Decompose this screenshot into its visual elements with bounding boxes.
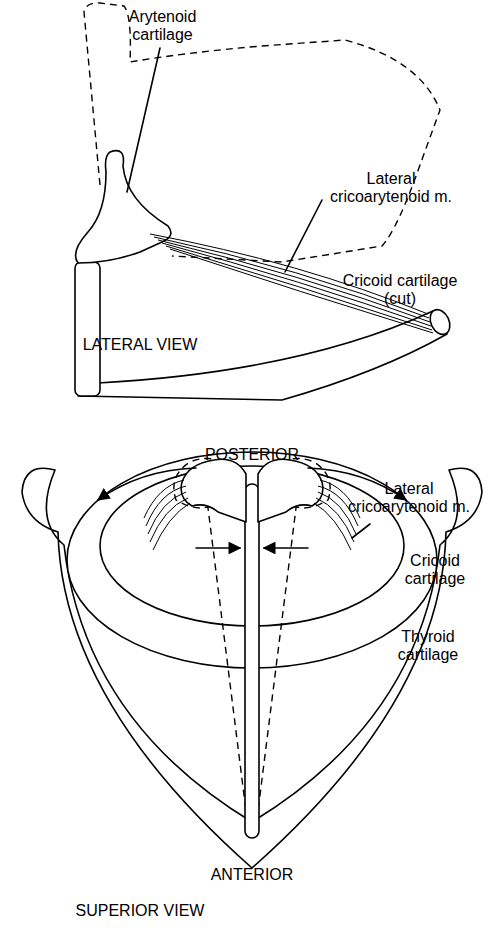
- leader-line: [285, 200, 322, 272]
- part-label: Arytenoid cartilage: [105, 8, 220, 45]
- arytenoid-cartilage: [76, 151, 171, 263]
- muscle-fibre: [144, 480, 184, 518]
- muscle-fibre: [146, 486, 186, 526]
- vocal-folds: [245, 484, 259, 838]
- part-label: Cricoid cartilage (cut): [330, 272, 470, 309]
- abducted-fold-line: [206, 492, 249, 835]
- view-caption: LATERAL VIEW: [40, 336, 240, 354]
- abducted-fold-line: [255, 492, 298, 835]
- orientation-label: POSTERIOR: [190, 446, 314, 464]
- cricoid-arch: [78, 311, 447, 400]
- muscle-fibre: [153, 503, 190, 550]
- arytenoid-group: [98, 458, 246, 550]
- part-label: Lateral cricoarytenoid m.: [334, 480, 484, 517]
- leader-line: [352, 524, 370, 538]
- adduction-arrow: [196, 547, 240, 549]
- cricoid-lamina: [75, 262, 100, 396]
- leader-line: [127, 48, 160, 192]
- part-label: Cricoid cartilage: [388, 552, 482, 589]
- part-label: Thyroid cartilage: [378, 628, 478, 665]
- part-label: Lateral cricoarytenoid m.: [316, 170, 466, 207]
- rotation-arrow: [98, 468, 196, 500]
- orientation-label: ANTERIOR: [190, 866, 314, 884]
- cricoid-cut-end: [426, 306, 453, 337]
- muscle-fibre: [150, 498, 188, 542]
- view-caption: SUPERIOR VIEW: [30, 902, 250, 920]
